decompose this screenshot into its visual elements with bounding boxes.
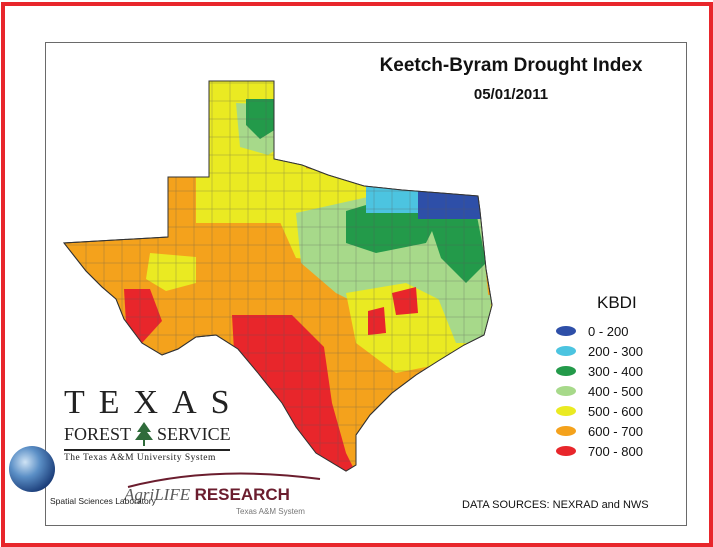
legend-item: 400 - 500	[552, 381, 672, 401]
legend-item: 200 - 300	[552, 341, 672, 361]
legend-swatch	[556, 386, 576, 396]
legend-item: 300 - 400	[552, 361, 672, 381]
zone-south-700-800	[232, 315, 356, 471]
legend-item: 500 - 600	[552, 401, 672, 421]
legend-item: 700 - 800	[552, 441, 672, 461]
agrilife-agri: AgriLIFE	[124, 485, 191, 504]
legend-label: 200 - 300	[588, 343, 643, 359]
legend-swatch	[556, 326, 576, 336]
map-panel: Keetch-Byram Drought Index 05/01/2011	[45, 42, 687, 526]
agrilife-system: Texas A&M System	[236, 507, 305, 516]
tfs-texas-word: TEXAS	[64, 384, 244, 421]
zone-west-500-600	[146, 253, 196, 291]
legend-label: 0 - 200	[588, 323, 629, 339]
spatial-sciences-lab: Spatial Sciences Laboratory	[50, 496, 156, 506]
tfs-rule	[64, 449, 230, 451]
legend-swatch	[556, 366, 576, 376]
tfs-service-word: SERVICE	[157, 424, 231, 444]
zone-central2-700-800	[368, 307, 386, 335]
legend-label: 600 - 700	[588, 423, 643, 439]
tfs-forest-word: FOREST	[64, 424, 132, 444]
map-title: Keetch-Byram Drought Index	[379, 55, 643, 76]
zone-ne-0-200	[418, 181, 488, 219]
legend-item: 600 - 700	[552, 421, 672, 441]
agrilife-research: RESEARCH	[194, 485, 290, 504]
texas-drought-map	[63, 80, 493, 472]
legend: KBDI 0 - 200 200 - 300 300 - 400 400 - 5…	[552, 293, 672, 461]
tfs-system-text: The Texas A&M University System	[64, 453, 216, 463]
zone-east2-300-400	[426, 211, 486, 283]
legend-swatch	[556, 406, 576, 416]
agrilife-swoosh-icon	[127, 472, 321, 488]
zone-central-700-800	[392, 287, 418, 315]
zone-farwest-700-800	[124, 289, 162, 343]
data-sources: DATA SOURCES: NEXRAD and NWS	[462, 499, 649, 511]
legend-label: 700 - 800	[588, 443, 643, 459]
legend-title: KBDI	[597, 293, 637, 312]
legend-label: 400 - 500	[588, 383, 643, 399]
texas-forest-service-logo: TEXAS FOREST SERVICE The Texas A&M Unive…	[64, 385, 234, 463]
globe-icon	[9, 446, 55, 492]
legend-swatch	[556, 446, 576, 456]
agrilife-logo: AgriLIFE RESEARCH Texas A&M System	[84, 472, 334, 517]
legend-label: 500 - 600	[588, 403, 643, 419]
map-date: 05/01/2011	[473, 86, 549, 103]
legend-item: 0 - 200	[552, 321, 672, 341]
legend-swatch	[556, 426, 576, 436]
legend-swatch	[556, 346, 576, 356]
tree-icon	[135, 422, 154, 446]
legend-label: 300 - 400	[588, 363, 643, 379]
